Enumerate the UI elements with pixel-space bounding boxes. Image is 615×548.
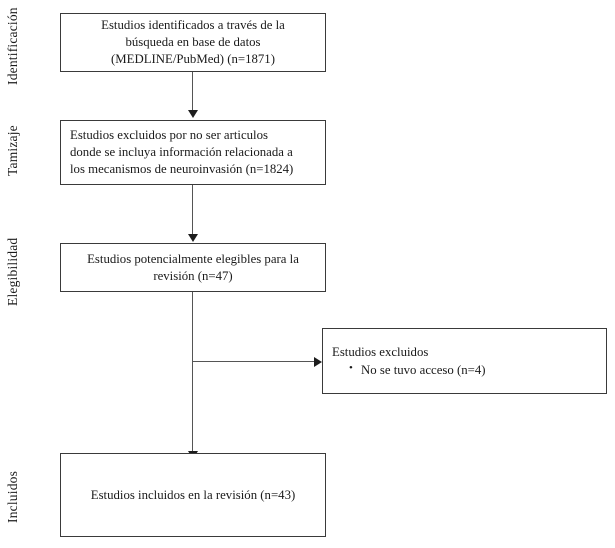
arrowhead-screened-to-eligible: [188, 234, 198, 242]
arrowhead-eligible-to-excluded-side: [314, 357, 322, 367]
box-identified-line-1: Estudios identificados a través de la: [101, 18, 285, 33]
stage-label-tamizaje: Tamizaje: [5, 125, 20, 177]
box-screened-line-1: Estudios excluidos por no ser articulos: [70, 128, 268, 143]
connector-eligible-to-excluded-side: [192, 361, 320, 363]
box-eligible-line-1: Estudios potencialmente elegibles para l…: [87, 251, 299, 266]
list-item: No se tuvo acceso (n=4): [349, 361, 597, 379]
box-studies-identified: Estudios identificados a través de la bú…: [60, 13, 326, 72]
box-eligible-line-2: revisión (n=47): [153, 268, 233, 283]
stage-label-identificacion: Identificación: [5, 7, 20, 85]
stage-label-incluidos: Incluidos: [5, 470, 20, 524]
box-identified-line-2: búsqueda en base de datos: [125, 35, 261, 50]
connector-screened-to-eligible: [192, 185, 194, 236]
connector-identified-to-screened: [192, 72, 194, 112]
box-included-line-1: Estudios incluidos en la revisión (n=43): [90, 487, 296, 502]
box-identified-line-3: (MEDLINE/PubMed) (n=1871): [111, 51, 275, 66]
arrowhead-identified-to-screened: [188, 110, 198, 118]
connector-eligible-to-included: [192, 292, 194, 453]
box-studies-excluded-side: Estudios excluidos No se tuvo acceso (n=…: [322, 328, 607, 394]
box-excluded-title: Estudios excluidos: [332, 344, 429, 359]
box-screened-line-2: donde se incluya información relacionada…: [70, 145, 293, 160]
box-studies-included: Estudios incluidos en la revisión (n=43): [60, 453, 326, 537]
box-studies-eligible: Estudios potencialmente elegibles para l…: [60, 243, 326, 292]
box-excluded-reason-list: No se tuvo acceso (n=4): [332, 361, 597, 379]
box-studies-screened-excluded: Estudios excluidos por no ser articulos …: [60, 120, 326, 185]
box-screened-line-3: los mecanismos de neuroinvasión (n=1824): [70, 161, 294, 176]
stage-label-elegibilidad: Elegibilidad: [5, 237, 20, 307]
